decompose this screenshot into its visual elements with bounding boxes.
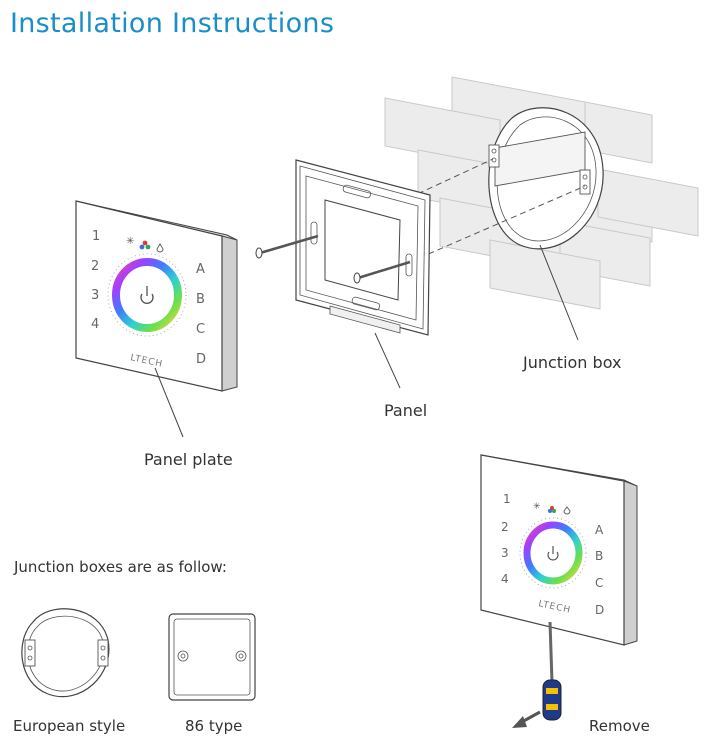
key-1: 1 <box>92 229 100 244</box>
remove-key-3: 3 <box>501 546 509 560</box>
panel-plate-illustration: 1 2 3 4 A B C D ✳ LTECH <box>75 200 238 392</box>
remove-key-b: B <box>595 549 603 563</box>
remove-power-icon <box>547 546 559 561</box>
key-a: A <box>196 262 205 277</box>
leader-lines <box>154 244 579 438</box>
junction-box-label: Junction box <box>523 353 622 372</box>
remove-panel-illustration: 1 2 3 4 A B C D ✳ LTECH <box>480 454 638 646</box>
remove-key-a: A <box>595 523 604 537</box>
remove-key-4: 4 <box>501 572 509 586</box>
key-b: B <box>196 292 205 307</box>
key-2: 2 <box>91 259 99 274</box>
screwdriver-icon <box>542 621 562 721</box>
european-style-label: European style <box>13 717 126 735</box>
key-3: 3 <box>91 288 99 303</box>
key-4: 4 <box>91 317 99 332</box>
european-style-box <box>21 608 110 698</box>
type86-label: 86 type <box>185 717 243 735</box>
power-icon <box>140 286 154 304</box>
key-d: D <box>196 352 206 367</box>
remove-sun-icon: ✳ <box>533 501 541 511</box>
junction-intro-text: Junction boxes are as follow: <box>14 558 227 576</box>
panel-plate-label: Panel plate <box>144 450 233 469</box>
remove-key-1: 1 <box>503 492 511 506</box>
white-drop-icon <box>156 243 164 253</box>
color-drop-icon <box>139 240 151 250</box>
pry-arrow-icon <box>512 710 541 728</box>
key-c: C <box>196 322 205 337</box>
remove-key-2: 2 <box>501 520 509 534</box>
color-wheel <box>112 258 182 332</box>
remove-key-d: D <box>595 603 604 617</box>
remove-white-drop-icon <box>563 506 571 515</box>
panel-frame-illustration <box>255 159 431 336</box>
page-title: Installation Instructions <box>10 8 335 39</box>
remove-key-c: C <box>595 576 603 590</box>
junction-box-illustration <box>488 107 604 250</box>
sun-icon: ✳ <box>126 236 134 247</box>
type86-box <box>168 613 256 701</box>
remove-label: Remove <box>589 717 650 735</box>
panel-label: Panel <box>384 401 428 420</box>
remove-color-drop-icon <box>548 506 556 513</box>
